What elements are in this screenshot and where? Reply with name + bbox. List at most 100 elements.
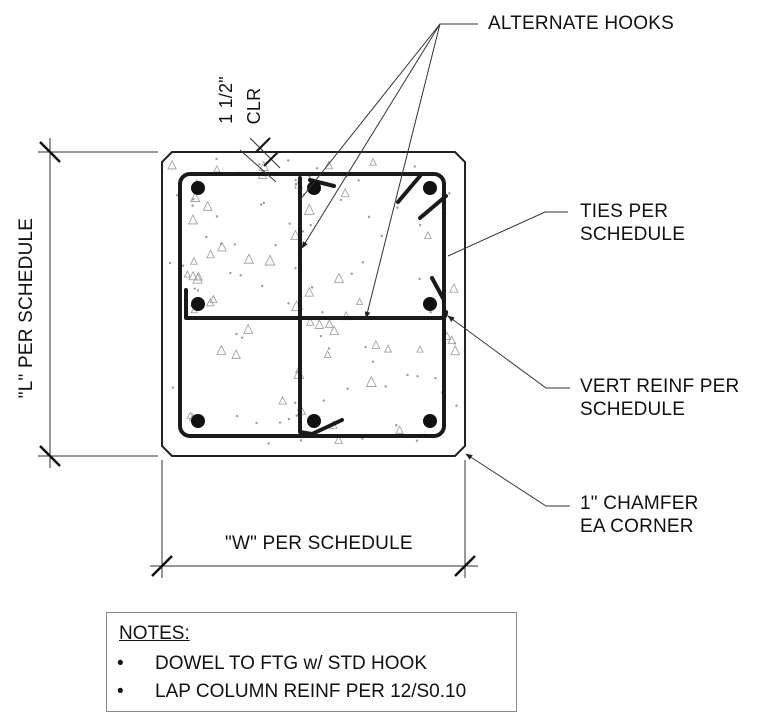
- stipple-mark: [206, 249, 215, 259]
- stipple-mark: [295, 414, 298, 417]
- stipple-mark: [356, 297, 364, 305]
- notes-box: NOTES: •DOWEL TO FTG w/ STD HOOK •LAP CO…: [106, 612, 517, 712]
- note-item: •LAP COLUMN REINF PER 12/S0.10: [117, 681, 466, 703]
- stipple-mark: [267, 442, 270, 445]
- note-text: LAP COLUMN REINF PER 12/S0.10: [155, 681, 467, 702]
- stipple-mark: [259, 203, 263, 206]
- stipple-mark: [395, 425, 404, 434]
- vert-bar: [191, 181, 205, 195]
- stipple-mark: [301, 230, 305, 233]
- stipple-mark: [323, 349, 332, 358]
- stipple-mark: [287, 302, 290, 305]
- stipple-mark: [306, 317, 315, 326]
- vertical-bars: [191, 181, 437, 428]
- stipple-mark: [240, 336, 244, 339]
- ties-label-line1: TIES PER: [580, 201, 669, 222]
- stipple-mark: [192, 198, 195, 201]
- clear-cover-label-line1: 1 1/2": [216, 76, 236, 124]
- stipple-mark: [346, 387, 349, 390]
- stipple-mark: [239, 274, 242, 277]
- stipple-mark: [319, 334, 323, 338]
- stipple-mark: [383, 344, 393, 353]
- stipple-mark: [274, 244, 277, 247]
- stipple-mark: [449, 283, 459, 293]
- alternate-hooks-leader-c: [299, 23, 441, 201]
- stipple-mark: [258, 160, 270, 171]
- stipple-mark: [324, 318, 334, 328]
- stipple-mark: [264, 254, 276, 266]
- notes-title: NOTES:: [119, 623, 190, 644]
- hook-top-right-a: [396, 174, 422, 204]
- stipple-mark: [192, 272, 203, 284]
- stipple-mark: [188, 270, 198, 281]
- stipple-mark: [314, 319, 325, 329]
- cross-tie-horizontal: [184, 288, 448, 320]
- stipple-mark: [361, 437, 364, 440]
- stipple-mark: [369, 157, 377, 166]
- stipple-mark: [303, 203, 315, 215]
- vert-reinf-label-line1: VERT REINF PER: [580, 376, 740, 397]
- stipple-mark: [262, 201, 266, 205]
- stipple-mark: [371, 340, 381, 349]
- stipple-mark: [288, 222, 291, 225]
- stipple-mark: [384, 385, 387, 388]
- length-dimension: [38, 138, 158, 468]
- stipple-mark: [187, 214, 199, 225]
- stipple-mark: [324, 160, 334, 170]
- stipple-mark: [193, 287, 196, 290]
- stipple-mark: [334, 435, 343, 444]
- stipple-mark: [329, 325, 340, 336]
- stipple-mark: [191, 204, 194, 207]
- stipple-mark: [364, 345, 367, 349]
- cross-tie-vertical: [298, 176, 344, 436]
- stipple-mark: [217, 241, 227, 252]
- stipple-mark: [395, 423, 398, 427]
- clear-cover-dimension: [239, 137, 281, 183]
- stipple-mark: [448, 192, 451, 195]
- stipple-mark: [333, 272, 345, 283]
- stipple-mark: [168, 261, 172, 265]
- stipple-mark: [258, 163, 261, 166]
- stipple-mark: [357, 179, 360, 182]
- note-text: DOWEL TO FTG w/ STD HOOK: [155, 653, 428, 674]
- stipple-mark: [361, 261, 365, 264]
- stipple-mark: [287, 417, 291, 421]
- stipple-mark: [216, 344, 227, 355]
- stipple-mark: [215, 157, 218, 161]
- stipple-mark: [231, 349, 241, 359]
- vert-bar: [191, 414, 205, 428]
- stipple-mark: [367, 215, 371, 219]
- stipple-mark: [181, 264, 185, 267]
- stipple-mark: [243, 323, 254, 334]
- clear-cover-label-line2: CLR: [244, 87, 264, 125]
- stipple-mark: [304, 286, 315, 297]
- width-dimension: [150, 460, 478, 578]
- stipple-mark: [450, 345, 461, 356]
- stipple-mark: [418, 223, 422, 227]
- concrete-column-outline: [161, 151, 466, 457]
- stipple-mark: [278, 395, 288, 405]
- chamfer-leader: [465, 453, 570, 507]
- vert-bar: [423, 414, 437, 428]
- tie-rebar: [178, 172, 448, 438]
- vert-reinf-leader: [447, 315, 570, 389]
- stipple-mark: [278, 421, 282, 424]
- stipple-mark: [183, 270, 191, 278]
- stipple-mark: [219, 242, 223, 246]
- stipple-mark: [190, 191, 201, 202]
- stipple-mark: [447, 335, 456, 344]
- stipple-mark: [213, 164, 221, 173]
- stipple-mark: [215, 215, 219, 218]
- stipple-mark: [196, 289, 200, 292]
- stipple-mark: [413, 165, 417, 168]
- vert-bar: [423, 181, 437, 195]
- note-item: •DOWEL TO FTG w/ STD HOOK: [117, 653, 427, 675]
- stipple-mark: [243, 253, 255, 264]
- stipple-mark: [294, 401, 297, 405]
- stipple-mark: [396, 206, 399, 209]
- vert-bar: [307, 414, 321, 428]
- hook-top-right-b: [418, 194, 448, 220]
- concrete-stipple-pattern: [167, 157, 461, 445]
- stipple-mark: [429, 311, 432, 314]
